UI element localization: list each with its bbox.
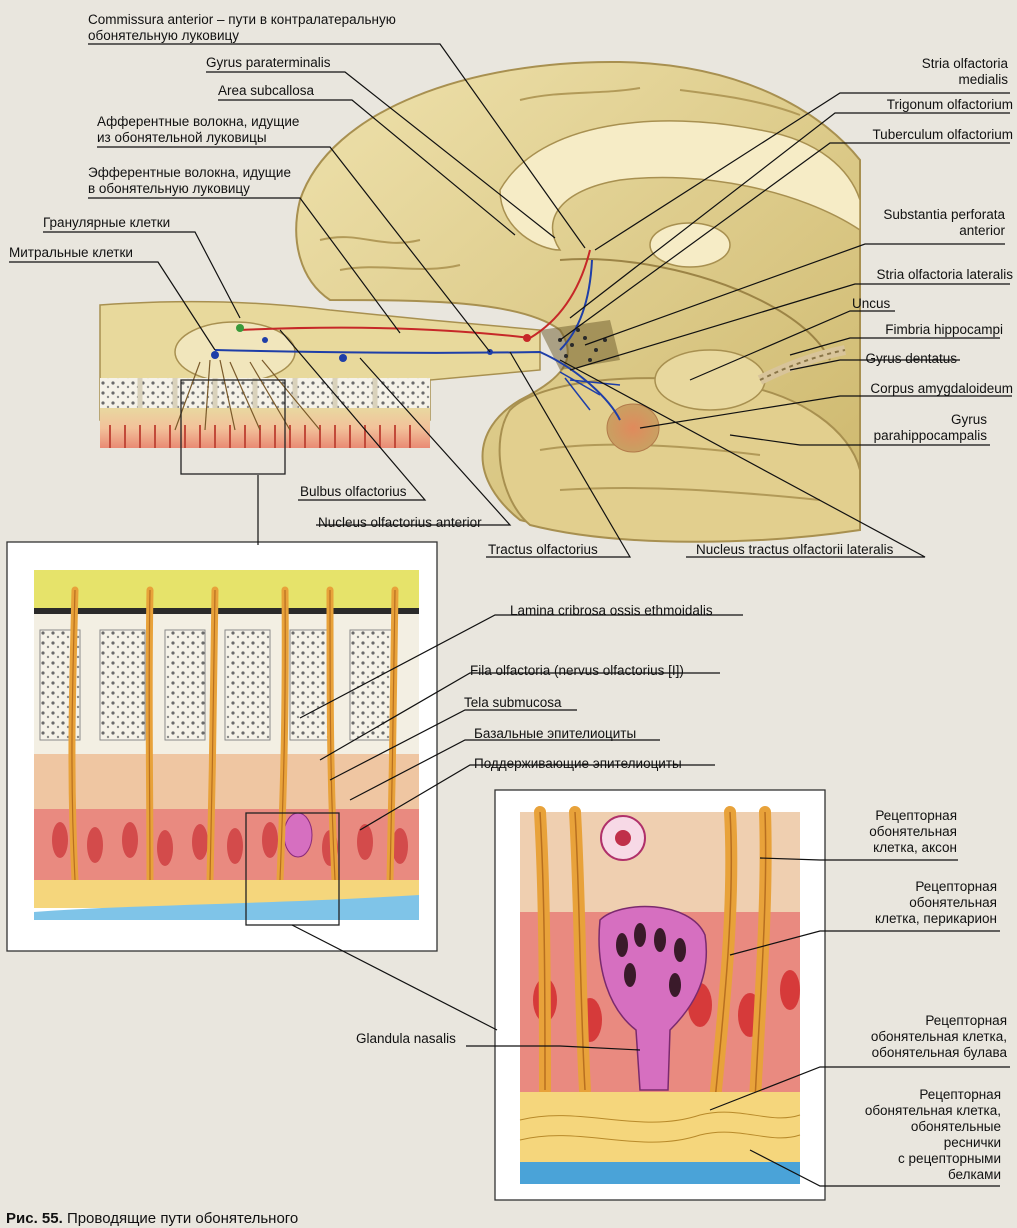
label-receptor-cilia: Рецепторная обонятельная клетка, обоняте… [865, 1087, 1001, 1183]
caption-number: Рис. 55. [6, 1210, 63, 1227]
label-tractus-olfactorius: Tractus olfactorius [488, 542, 598, 558]
label-nucleus-olfactorius-anterior: Nucleus olfactorius anterior [318, 515, 482, 531]
label-stria-olfactoria-medialis: Stria olfactoria medialis [922, 56, 1008, 88]
label-tuberculum-olfactorium: Tuberculum olfactorium [872, 127, 1013, 143]
label-receptor-axon: Рецепторная обонятельная клетка, аксон [869, 808, 957, 856]
label-supporting-epithelial-cells: Поддерживающие эпителиоциты [474, 756, 682, 772]
label-receptor-perikaryon: Рецепторная обонятельная клетка, перикар… [875, 879, 997, 927]
label-mitral-cells: Митральные клетки [9, 245, 133, 261]
label-lamina-cribrosa: Lamina cribrosa ossis ethmoidalis [510, 603, 713, 619]
label-gyrus-dentatus: Gyrus dentatus [865, 351, 957, 367]
label-receptor-club: Рецепторная обонятельная клетка, обоняте… [871, 1013, 1007, 1061]
label-fimbria-hippocampi: Fimbria hippocampi [885, 322, 1003, 338]
label-uncus: Uncus [852, 296, 890, 312]
label-tela-submucosa: Tela submucosa [464, 695, 562, 711]
label-basal-epithelial-cells: Базальные эпителиоциты [474, 726, 636, 742]
label-substantia-perforata: Substantia perforata anterior [883, 207, 1005, 239]
label-gyrus-parahippocampalis: Gyrus parahippocampalis [874, 412, 987, 444]
label-area-subcallosa: Area subcallosa [218, 83, 314, 99]
label-stria-olfactoria-lateralis: Stria olfactoria lateralis [876, 267, 1013, 283]
label-bulbus-olfactorius: Bulbus olfactorius [300, 484, 407, 500]
figure-caption: Рис. 55. Проводящие пути обонятельного [6, 1210, 298, 1227]
label-corpus-amygdaloideum: Corpus amygdaloideum [870, 381, 1013, 397]
label-glandula-nasalis: Glandula nasalis [356, 1031, 456, 1047]
caption-text: Проводящие пути обонятельного [67, 1210, 298, 1227]
label-fila-olfactoria: Fila olfactoria (nervus olfactorius [I]) [470, 663, 684, 679]
label-commissura-anterior: Commissura anterior – пути в контралатер… [88, 12, 396, 44]
label-nucleus-tractus-lateralis: Nucleus tractus olfactorii lateralis [696, 542, 893, 558]
label-granular-cells: Гранулярные клетки [43, 215, 170, 231]
label-afferent-fibers: Афферентные волокна, идущие из обонятель… [97, 114, 299, 146]
cribriform-inset [7, 542, 437, 951]
label-trigonum-olfactorium: Trigonum olfactorium [887, 97, 1013, 113]
label-efferent-fibers: Эфферентные волокна, идущие в обонятельн… [88, 165, 291, 197]
epithelium-inset [495, 790, 825, 1200]
label-gyrus-paraterminalis: Gyrus paraterminalis [206, 55, 331, 71]
